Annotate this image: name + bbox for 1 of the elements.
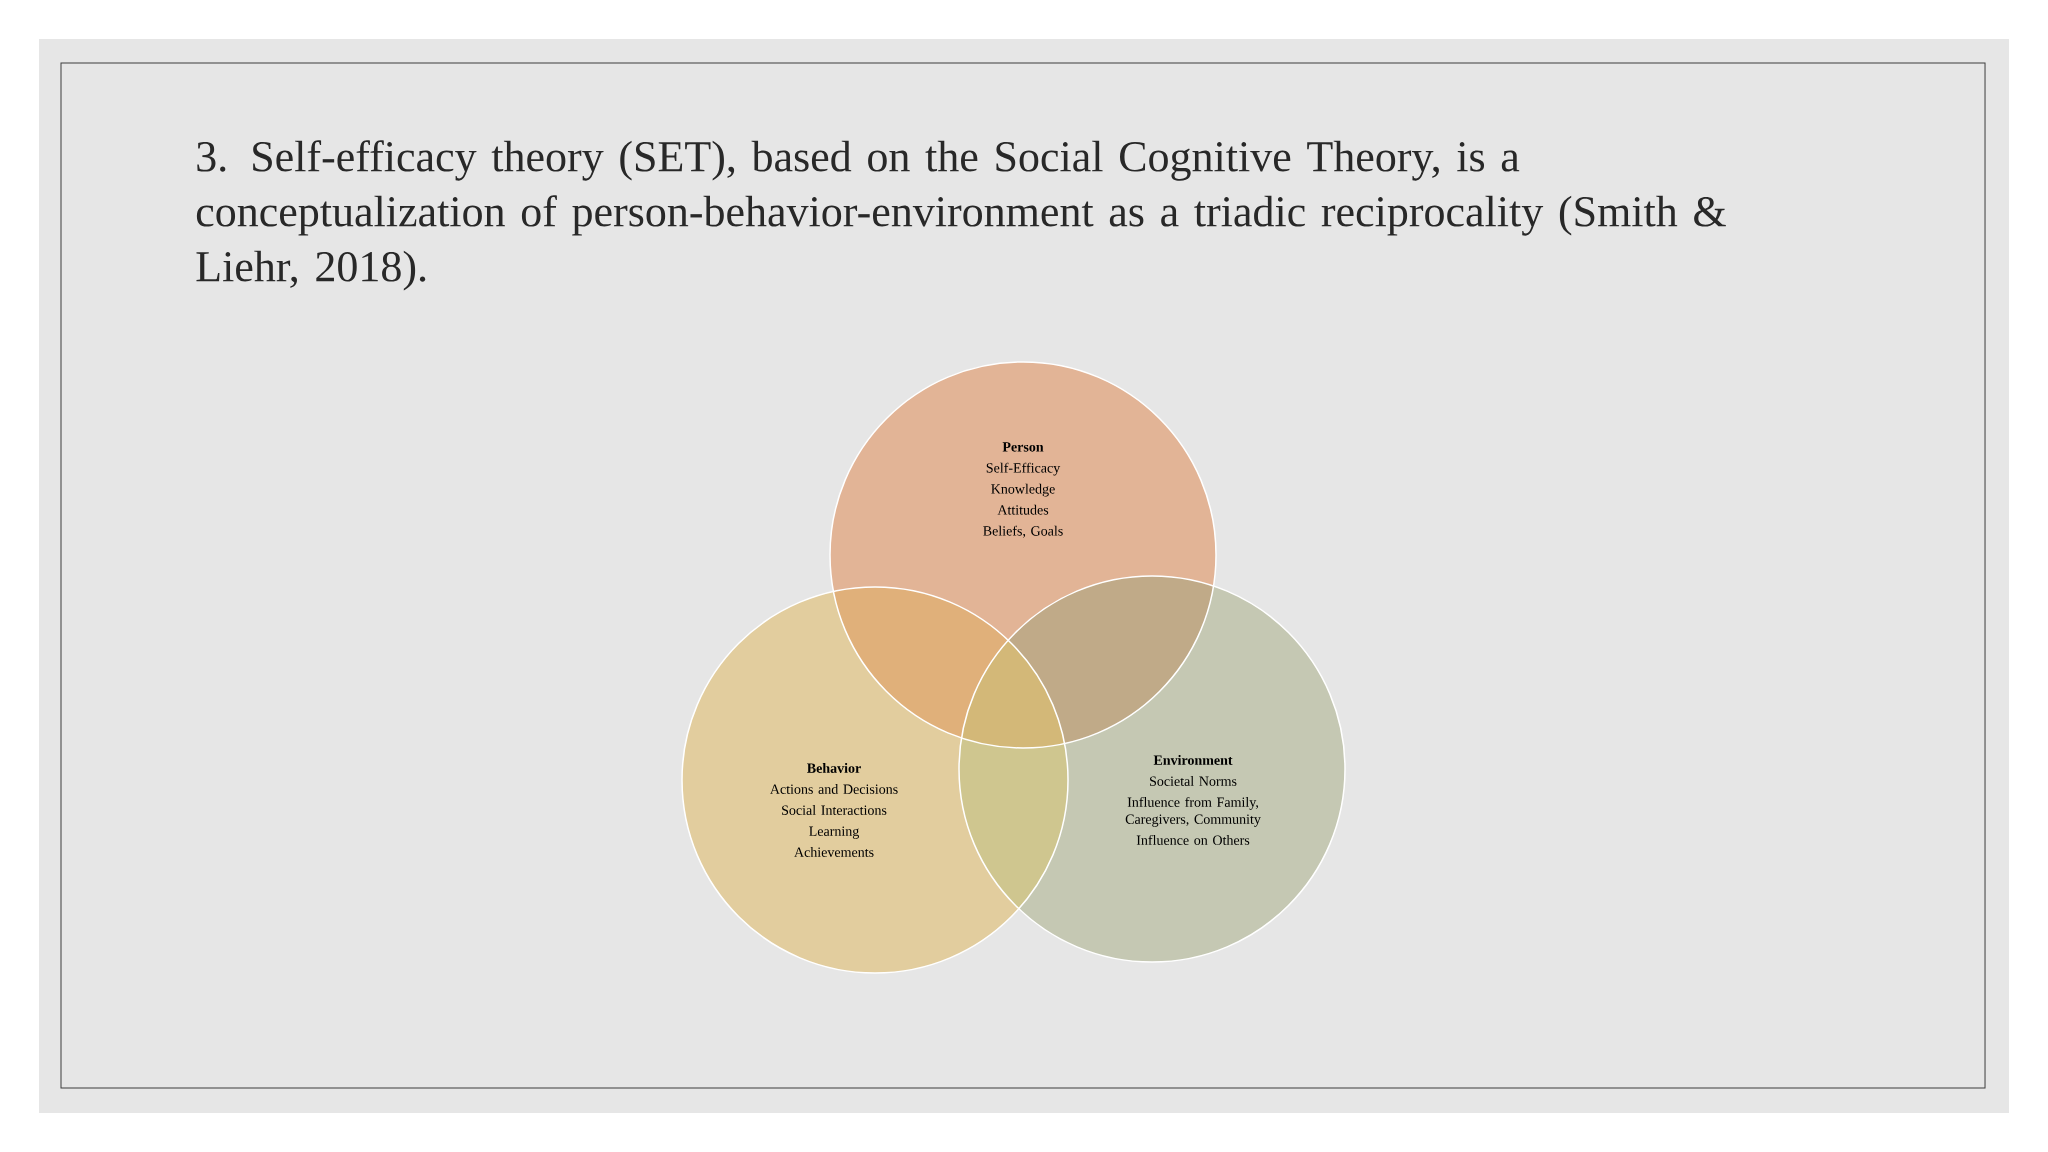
slide-title: 3. Self-efficacy theory (SET), based on the Social Cognitive Theory, is a conceptualization of person-behavior-environment as a triadic reciprocality (Smith & Liehr, 2018). [196,140,1726,291]
